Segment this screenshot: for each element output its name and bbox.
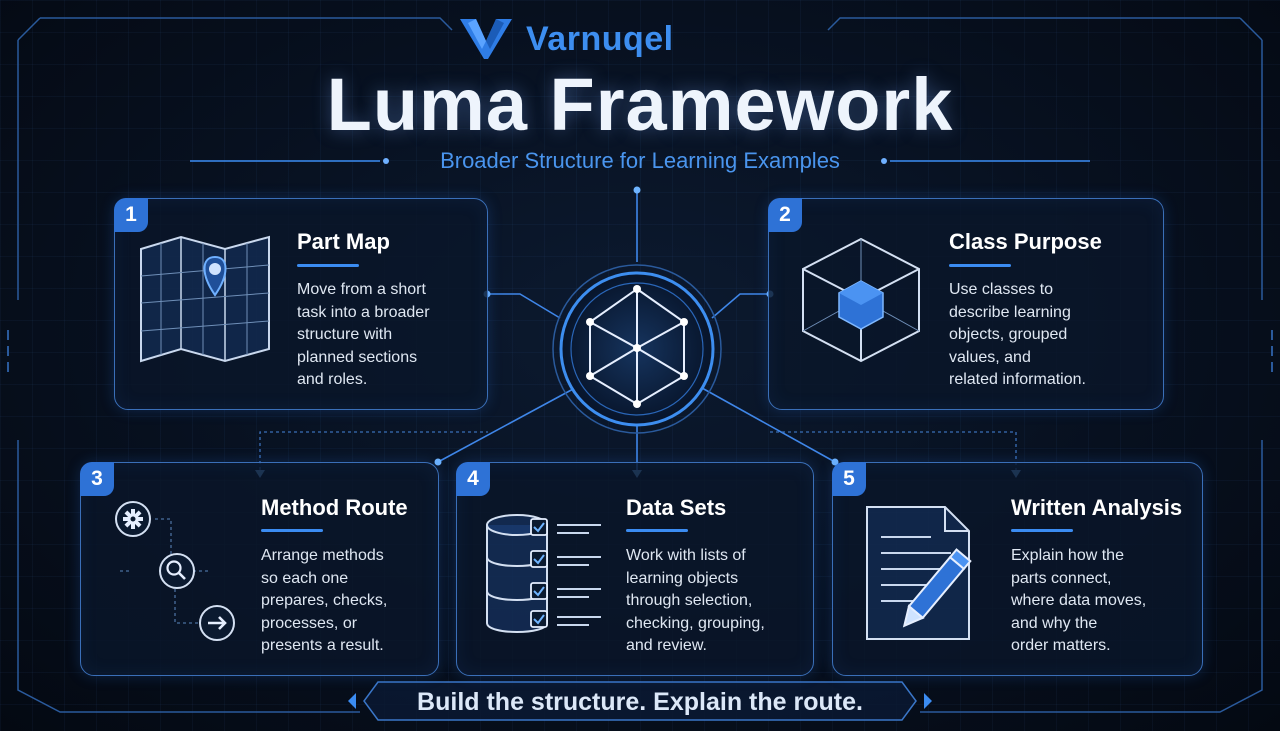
card-number: 4 (456, 462, 490, 496)
card-title: Part Map (297, 229, 390, 254)
title-underline (297, 264, 359, 267)
footer-tagline: Build the structure. Explain the route. (417, 688, 863, 716)
card-number: 3 (80, 462, 114, 496)
cube-in-cube-icon (802, 237, 920, 363)
cube-network-hub-icon (552, 264, 722, 434)
card-description: Work with lists of learning objects thro… (626, 547, 765, 654)
folded-map-pin-icon (140, 235, 270, 363)
card-class-purpose: 2 Class Purpose Use classes to describe … (768, 198, 1164, 410)
card-title: Data Sets (626, 495, 727, 520)
card-written-analysis: 5 Written Analysis Explain how the parts… (832, 462, 1203, 676)
card-method-route: 3 Method Route Arrange methods so each o… (80, 462, 439, 676)
brand: Varnuqel (458, 14, 674, 64)
card-description: Use classes to describe learning objects… (949, 281, 1086, 388)
v-logo-icon (460, 19, 512, 59)
card-title: Method Route (261, 495, 408, 520)
card-part-map: 1 Part Map Move from a short task into a… (114, 198, 488, 410)
card-number: 1 (114, 198, 148, 232)
title-underline (1011, 529, 1073, 532)
card-description: Move from a short task into a broader st… (297, 281, 430, 388)
card-number: 2 (768, 198, 802, 232)
brand-name: Varnuqel (526, 19, 674, 58)
card-title: Class Purpose (949, 229, 1102, 254)
gear-search-arrow-route-icon (115, 501, 235, 641)
page-title: Luma Framework (326, 63, 954, 146)
title-underline (626, 529, 688, 532)
card-description: Explain how the parts connect, where dat… (1011, 547, 1147, 654)
page-subtitle: Broader Structure for Learning Examples (440, 148, 840, 173)
card-description: Arrange methods so each one prepares, ch… (261, 547, 388, 654)
database-checklist-icon (486, 514, 601, 633)
card-title: Written Analysis (1011, 495, 1183, 520)
card-data-sets: 4 Data Sets Work with lists of learning … (456, 462, 814, 676)
title-underline (261, 529, 323, 532)
document-pencil-icon (866, 506, 972, 640)
card-number: 5 (832, 462, 866, 496)
title-underline (949, 264, 1011, 267)
